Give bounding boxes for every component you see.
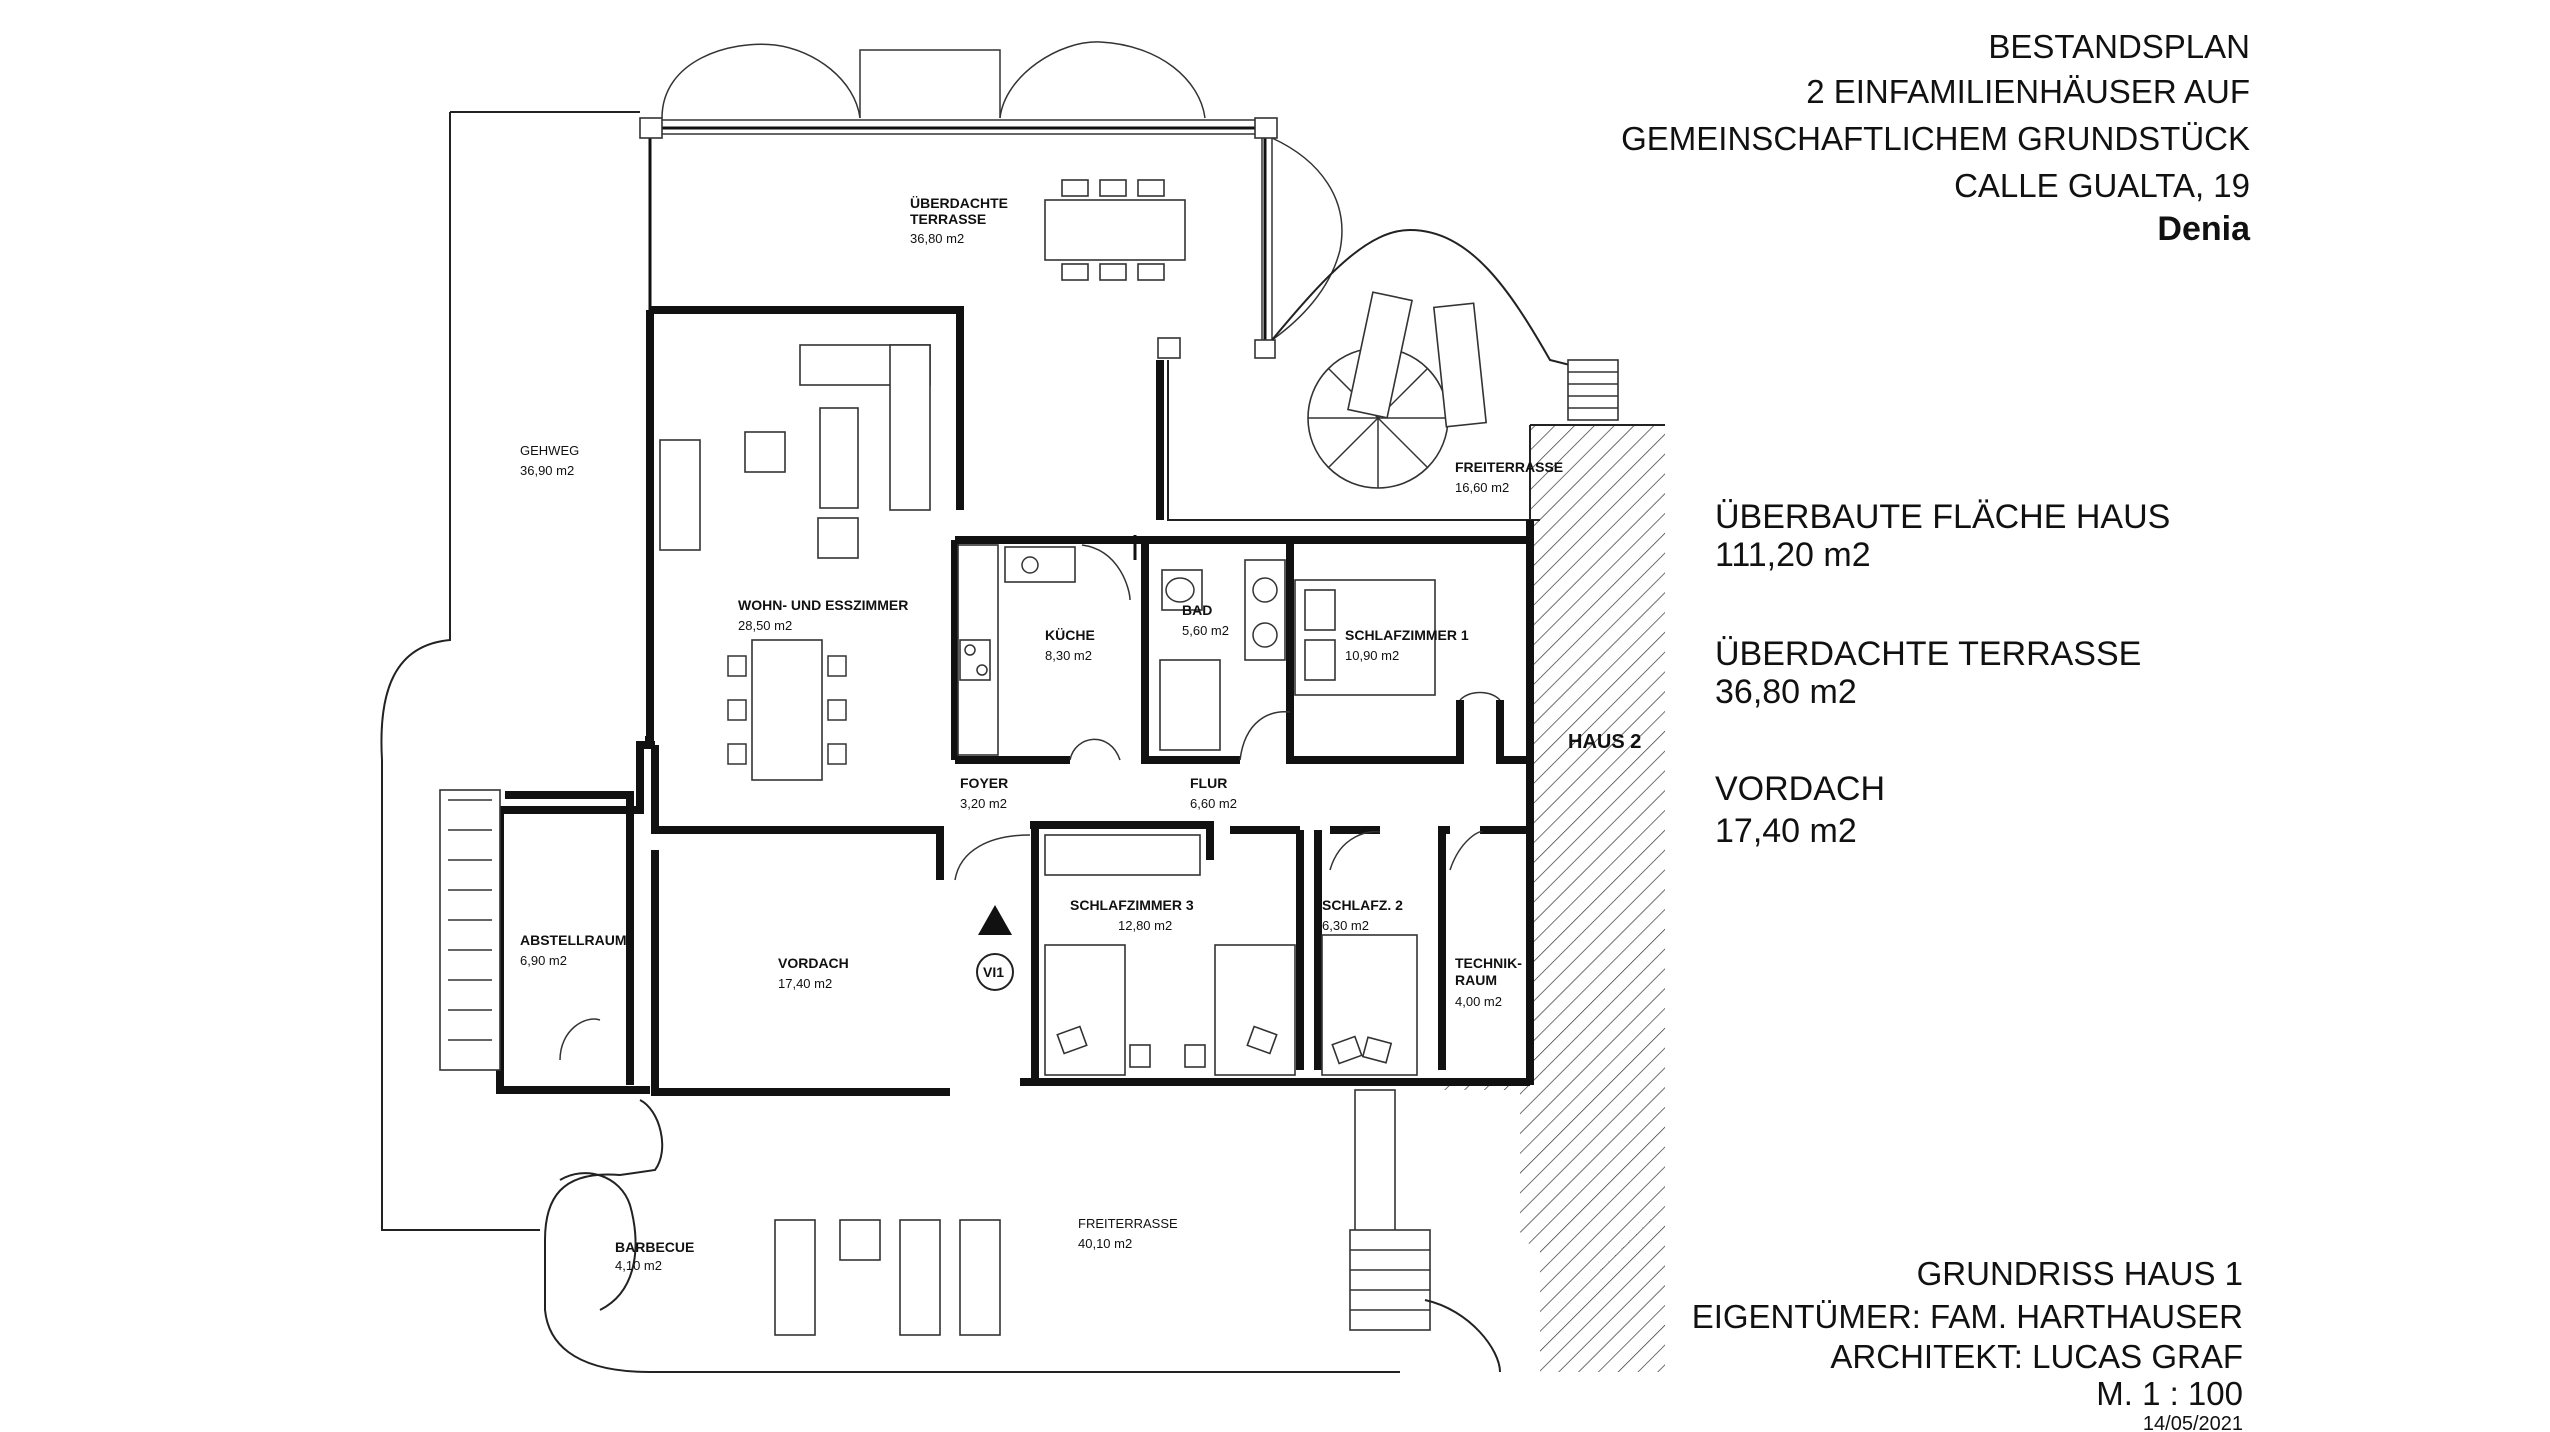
area-schlafzimmer1: 10,90 m2 (1345, 648, 1399, 663)
label-freiterrasse-top: FREITERRASSE (1455, 459, 1563, 475)
label-haus2: HAUS 2 (1568, 731, 1641, 753)
title-line4: CALLE GUALTA, 19 (1954, 167, 2250, 204)
area-gehweg: 36,90 m2 (520, 463, 574, 478)
room-labels: ÜBERDACHTE TERRASSE 36,80 m2 GEHWEG 36,9… (520, 195, 1641, 1273)
neighbor-hatch-area (1430, 425, 1665, 1372)
label-covered-terrace-1: ÜBERDACHTE (910, 195, 1008, 211)
view-marker (976, 905, 1014, 991)
title-block: BESTANDSPLAN 2 EINFAMILIENHÄUSER AUF GEM… (1621, 28, 2251, 248)
area-schlafzimmer3: 12,80 m2 (1118, 918, 1172, 933)
bedroom3-furniture (1044, 834, 1296, 1076)
area-kueche: 8,30 m2 (1045, 648, 1092, 663)
bedroom2-furniture (1321, 830, 1418, 1076)
footer-block: GRUNDRISS HAUS 1 EIGENTÜMER: FAM. HARTHA… (1692, 1255, 2243, 1432)
title-line1: BESTANDSPLAN (1988, 28, 2250, 65)
area-technikraum: 4,00 m2 (1455, 994, 1502, 1009)
title-line3: GEMEINSCHAFTLICHEM GRUNDSTÜCK (1621, 120, 2250, 157)
summary-label-3: VORDACH (1715, 770, 1885, 808)
label-kueche: KÜCHE (1045, 627, 1095, 643)
label-technikraum-1: TECHNIK- (1455, 955, 1522, 971)
area-barbecue: 4,10 m2 (615, 1258, 662, 1273)
label-schlafzimmer1: SCHLAFZIMMER 1 (1345, 627, 1469, 643)
label-wohnzimmer: WOHN- UND ESSZIMMER (738, 597, 908, 613)
kitchen-furniture (957, 544, 1131, 761)
bedroom1-furniture (1294, 579, 1501, 701)
area-covered-terrace: 36,80 m2 (910, 231, 964, 246)
label-schlafz2: SCHLAFZ. 2 (1322, 897, 1403, 913)
label-freiterrasse-bottom: FREITERRASSE (1078, 1216, 1178, 1231)
view-marker-label: VI1 (983, 964, 1004, 980)
title-line2: 2 EINFAMILIENHÄUSER AUF (1806, 73, 2250, 110)
label-gehweg: GEHWEG (520, 443, 579, 458)
freiterrasse-top (1167, 228, 1619, 521)
area-bad: 5,60 m2 (1182, 623, 1229, 638)
footer-date: 14/05/2021 (2143, 1413, 2243, 1432)
footer-scale: M. 1 : 100 (2096, 1375, 2243, 1412)
area-flur: 6,60 m2 (1190, 796, 1237, 811)
gehweg-outline (380, 111, 640, 1231)
area-vordach: 17,40 m2 (778, 976, 832, 991)
label-vordach: VORDACH (778, 955, 849, 971)
house-walls (496, 306, 1534, 1096)
footer-architect: ARCHITEKT: LUCAS GRAF (1830, 1338, 2243, 1375)
summary-value-2: 36,80 m2 (1715, 673, 1857, 711)
label-foyer: FOYER (960, 775, 1008, 791)
label-covered-terrace-2: TERRASSE (910, 211, 986, 227)
label-technikraum-2: RAUM (1455, 972, 1497, 988)
label-schlafzimmer3: SCHLAFZIMMER 3 (1070, 897, 1194, 913)
bathroom-fixtures (1159, 559, 1291, 761)
summary-label-2: ÜBERDACHTE TERRASSE (1715, 635, 2141, 673)
footer-owner: EIGENTÜMER: FAM. HARTHAUSER (1692, 1298, 2243, 1335)
label-abstellraum: ABSTELLRAUM (520, 932, 627, 948)
title-line5: Denia (2157, 210, 2251, 248)
area-foyer: 3,20 m2 (960, 796, 1007, 811)
area-freiterrasse-top: 16,60 m2 (1455, 480, 1509, 495)
area-wohnzimmer: 28,50 m2 (738, 618, 792, 633)
area-schlafz2: 6,30 m2 (1322, 918, 1369, 933)
summary-value-3: 17,40 m2 (1715, 812, 1857, 850)
label-barbecue: BARBECUE (615, 1239, 694, 1255)
label-bad: BAD (1182, 602, 1212, 618)
footer-plan-name: GRUNDRISS HAUS 1 (1917, 1255, 2243, 1292)
summary-label-1: ÜBERBAUTE FLÄCHE HAUS (1715, 498, 2170, 536)
interior-walls (951, 535, 1530, 1082)
covered-terrace (639, 41, 1343, 359)
area-freiterrasse-bottom: 40,10 m2 (1078, 1236, 1132, 1251)
lower-terrace (544, 1089, 1501, 1373)
living-room-furniture (659, 344, 931, 781)
area-summary: ÜBERBAUTE FLÄCHE HAUS 111,20 m2 ÜBERDACH… (1715, 498, 2170, 850)
label-flur: FLUR (1190, 775, 1227, 791)
area-abstellraum: 6,90 m2 (520, 953, 567, 968)
storage-room (439, 789, 634, 1085)
summary-value-1: 111,20 m2 (1715, 536, 1871, 574)
